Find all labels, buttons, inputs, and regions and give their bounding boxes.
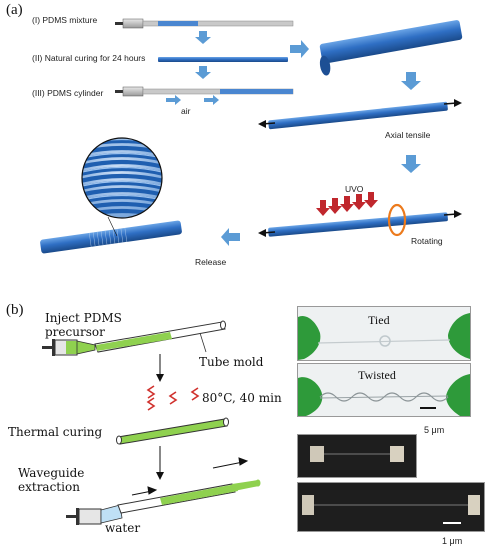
panel-a-diagram (40, 18, 463, 254)
uvo-arrows-icon (316, 192, 378, 216)
photo-twisted-label: Twisted (358, 368, 396, 382)
rotating-label: Rotating (411, 236, 443, 246)
panel-a-label: (a) (6, 2, 23, 18)
photo-tied: Tied (297, 306, 471, 361)
down-arrow-icon (156, 446, 164, 480)
step-1-label: (I) PDMS mixture (32, 15, 98, 25)
photo-waveguide-short (297, 434, 417, 478)
down-arrow-icon (401, 72, 421, 90)
step-3-label: (III) PDMS cylinder (32, 88, 104, 98)
cured-tube (116, 417, 229, 445)
inject-syringe (42, 339, 96, 356)
extraction-label-1: Waveguide (18, 466, 85, 480)
left-arrow-icon (221, 228, 240, 246)
down-arrow-icon (156, 354, 164, 382)
tube-curing (158, 57, 288, 62)
release-label: Release (195, 257, 227, 267)
axial-tensile-tube (258, 99, 462, 130)
tube-mold (94, 320, 226, 353)
panel-b-label: (b) (6, 302, 24, 318)
pdms-cylinder (319, 20, 463, 76)
syringe-3 (115, 86, 294, 97)
flow-arrows-icon (131, 457, 249, 496)
extraction-syringe (66, 504, 123, 525)
air-arrows-icon (166, 95, 219, 105)
thermal-curing-label: Thermal curing (8, 425, 103, 439)
photo-twisted: Twisted (297, 363, 471, 417)
heat-label: 80°C, 40 min (202, 391, 282, 405)
right-arrow-icon (290, 40, 309, 58)
photo-tied-label: Tied (368, 313, 390, 327)
water-label: water (105, 521, 141, 535)
down-arrow-icon (401, 155, 421, 173)
scale-bar-label-2: 1 μm (442, 536, 463, 546)
photo-waveguide-long (297, 482, 485, 532)
air-label: air (181, 106, 191, 116)
axial-tensile-label: Axial tensile (385, 130, 431, 140)
inject-label-1: Inject PDMS (45, 311, 122, 325)
tube-mold-label: Tube mold (199, 355, 264, 369)
inject-label-2: precursor (45, 325, 105, 339)
down-arrow-icon (195, 31, 211, 79)
heat-waves-icon (146, 385, 200, 411)
extraction-label-2: extraction (18, 480, 80, 494)
syringe-1 (115, 18, 294, 29)
rotating-tube (258, 203, 462, 237)
released-tube (40, 216, 182, 254)
extraction-tube (117, 479, 261, 514)
scale-bar-label-1: 5 μm (424, 425, 445, 435)
step-2-label: (II) Natural curing for 24 hours (32, 53, 146, 63)
zoom-inset (81, 137, 163, 219)
uvo-label: UVO (345, 184, 364, 194)
